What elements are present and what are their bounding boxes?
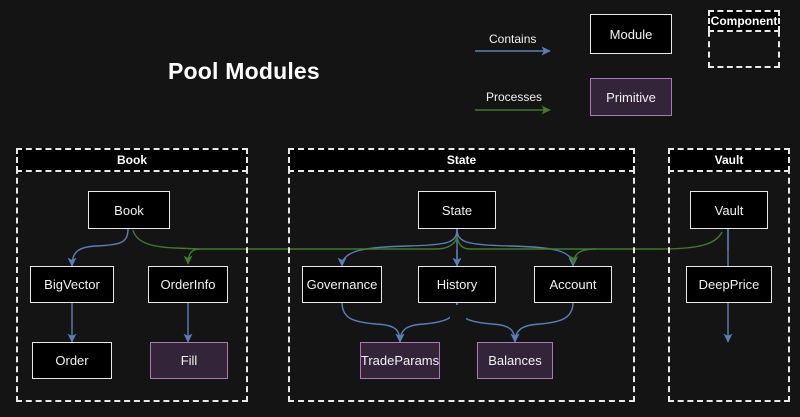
group-vault-header: Vault <box>668 148 790 172</box>
node-vault-label: Vault <box>714 202 744 218</box>
legend-module-box: Module <box>590 14 672 54</box>
node-order-label: Order <box>55 353 89 368</box>
node-book-label: Book <box>114 202 144 218</box>
node-account[interactable]: Account <box>534 266 612 303</box>
node-bigvector[interactable]: BigVector <box>30 266 114 303</box>
node-state[interactable]: State <box>418 191 496 229</box>
node-account-label: Account <box>549 277 597 292</box>
legend-module-label: Module <box>609 26 653 42</box>
node-governance-label: Governance <box>306 277 378 292</box>
group-state-header: State <box>288 148 635 172</box>
node-governance[interactable]: Governance <box>302 266 382 303</box>
legend-component-header: Component <box>708 10 780 32</box>
node-deepprice-label: DeepPrice <box>698 277 760 292</box>
group-vault-label: Vault <box>714 153 744 167</box>
node-orderinfo-label: OrderInfo <box>160 277 216 292</box>
page-title: Pool Modules <box>168 58 320 84</box>
node-state-label: State <box>441 202 473 218</box>
node-tradeparams[interactable]: TradeParams <box>360 342 440 379</box>
legend-primitive-label: Primitive <box>606 89 656 105</box>
processes-edges <box>132 229 723 265</box>
legend-contains-label: Contains <box>489 32 537 46</box>
node-fill-label: Fill <box>180 353 198 368</box>
node-fill[interactable]: Fill <box>150 342 228 379</box>
node-vault[interactable]: Vault <box>690 191 768 229</box>
group-book-header: Book <box>16 148 248 172</box>
node-bigvector-label: BigVector <box>44 277 100 292</box>
node-history[interactable]: History <box>418 266 496 303</box>
group-book-label: Book <box>117 153 147 167</box>
edge-mask <box>450 305 466 345</box>
node-book[interactable]: Book <box>88 191 170 229</box>
legend-primitive-box: Primitive <box>590 78 672 116</box>
node-order[interactable]: Order <box>32 342 112 379</box>
legend-processes-label: Processes <box>486 90 543 104</box>
node-orderinfo[interactable]: OrderInfo <box>148 266 228 303</box>
legend-component-label: Component <box>710 14 778 28</box>
node-history-label: History <box>436 277 478 292</box>
node-tradeparams-label: TradeParams <box>360 353 440 368</box>
node-deepprice[interactable]: DeepPrice <box>686 266 772 303</box>
group-state-label: State <box>446 153 477 167</box>
node-balances[interactable]: Balances <box>477 342 553 379</box>
node-balances-label: Balances <box>488 353 542 368</box>
